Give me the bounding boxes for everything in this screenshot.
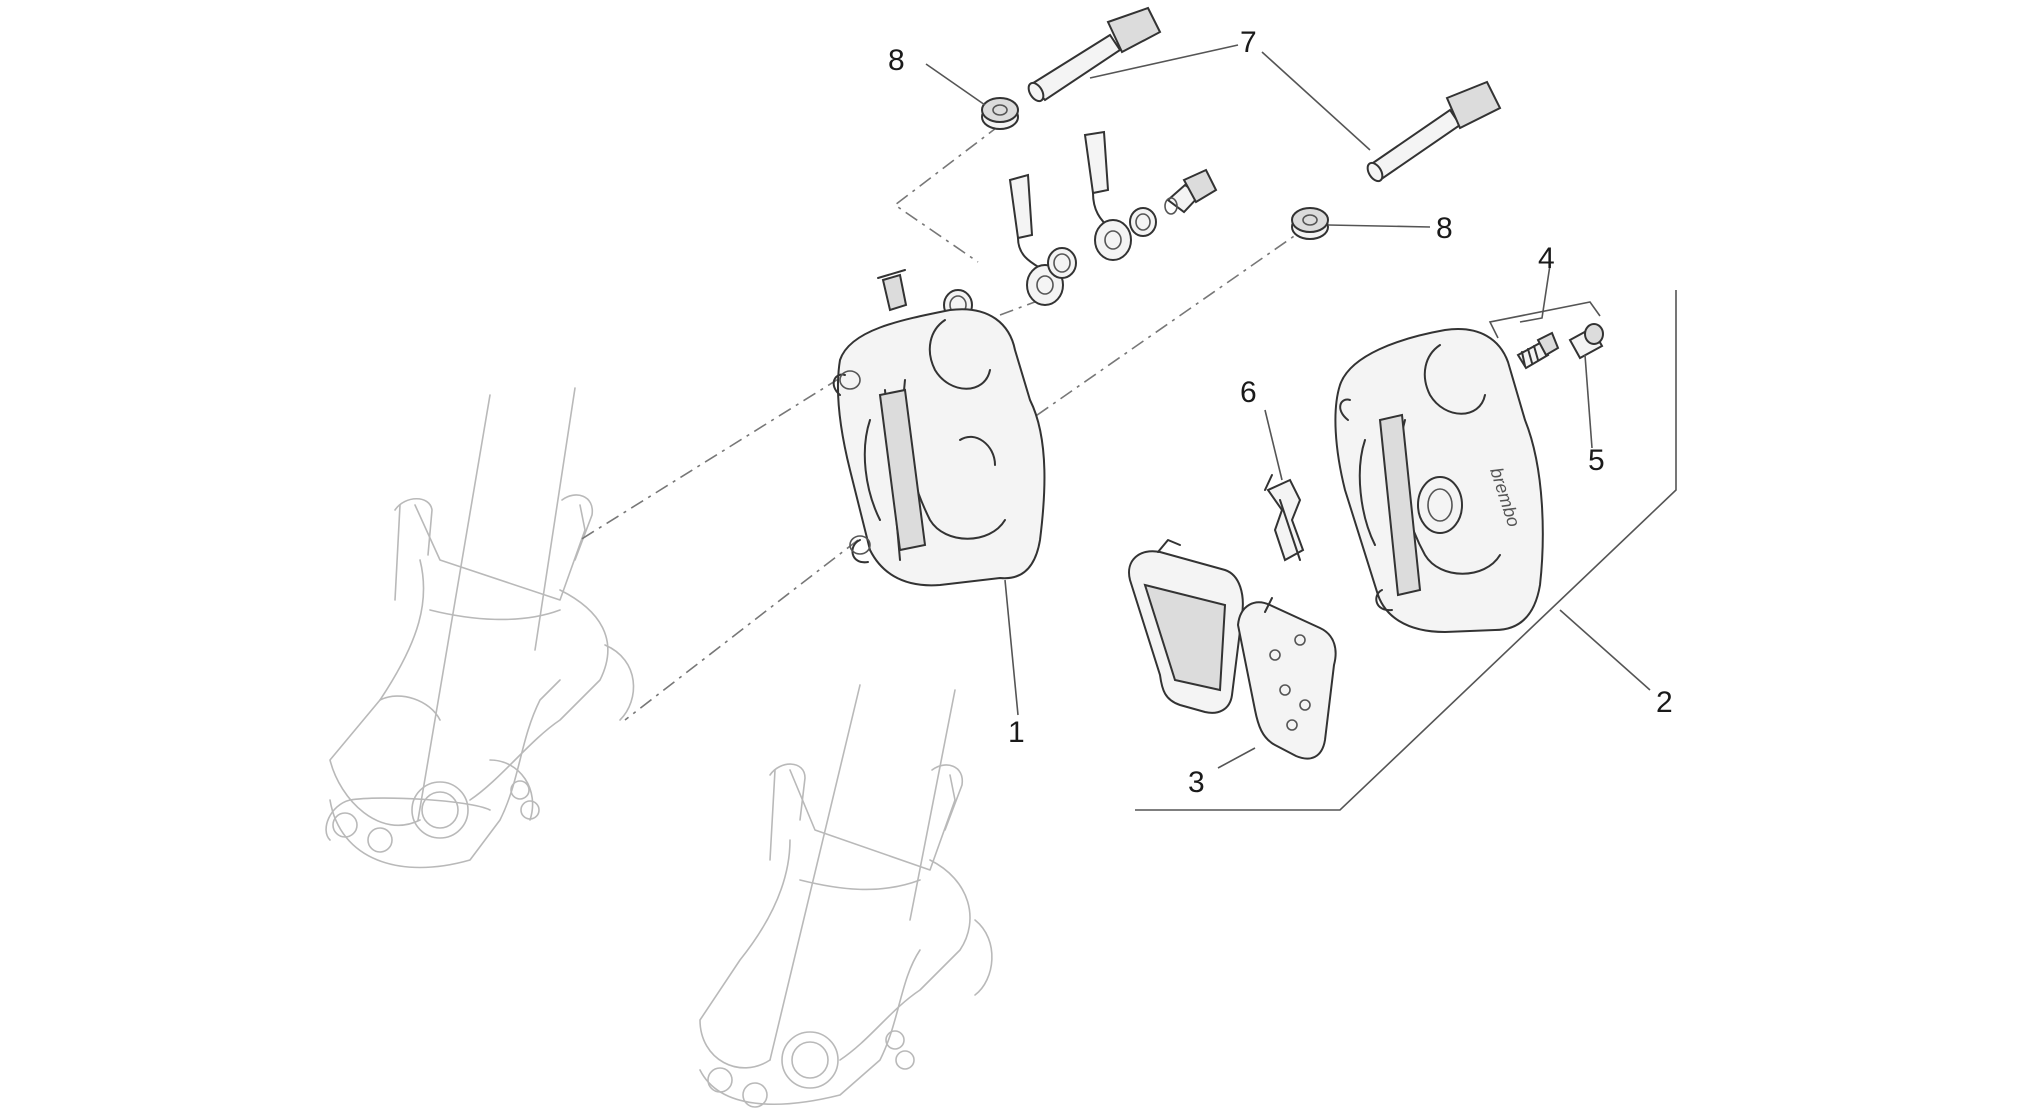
fork-leg-lower <box>699 684 993 1108</box>
brake-caliper-assembled <box>832 269 1046 587</box>
banjo-fitting-1 <box>1008 173 1064 306</box>
alignment-lines <box>579 124 1311 721</box>
spacer-lower <box>1291 207 1329 240</box>
spacer-upper <box>981 97 1019 130</box>
callout-4: 4 <box>1538 242 1555 275</box>
callout-1: 1 <box>1008 716 1025 749</box>
fork-leg-upper <box>325 387 635 869</box>
brake-caliper-kit: brembo <box>1334 328 1544 634</box>
kit-bracket <box>1135 290 1677 811</box>
callout-6: 6 <box>1240 376 1257 409</box>
bleed-valve-cap <box>1568 323 1604 360</box>
leader-lines <box>925 44 1651 769</box>
brake-pad-front <box>1128 539 1244 714</box>
callout-8-upper: 8 <box>888 44 905 77</box>
caliper-bolt-upper <box>1027 6 1162 103</box>
callout-8-lower: 8 <box>1436 212 1453 245</box>
caliper-bolt-lower <box>1366 80 1502 183</box>
callout-7: 7 <box>1240 26 1257 59</box>
bleed-valve <box>1516 331 1560 370</box>
callout-2: 2 <box>1656 686 1673 719</box>
callout-3: 3 <box>1188 766 1205 799</box>
callout-5: 5 <box>1588 444 1605 477</box>
banjo-fitting-2 <box>1083 130 1132 261</box>
callout-numbers: 1 2 3 4 5 6 7 8 8 <box>888 26 1673 799</box>
banjo-bolt <box>1164 168 1218 215</box>
pad-spring <box>1264 474 1305 562</box>
brake-pad-rear <box>1236 597 1337 760</box>
